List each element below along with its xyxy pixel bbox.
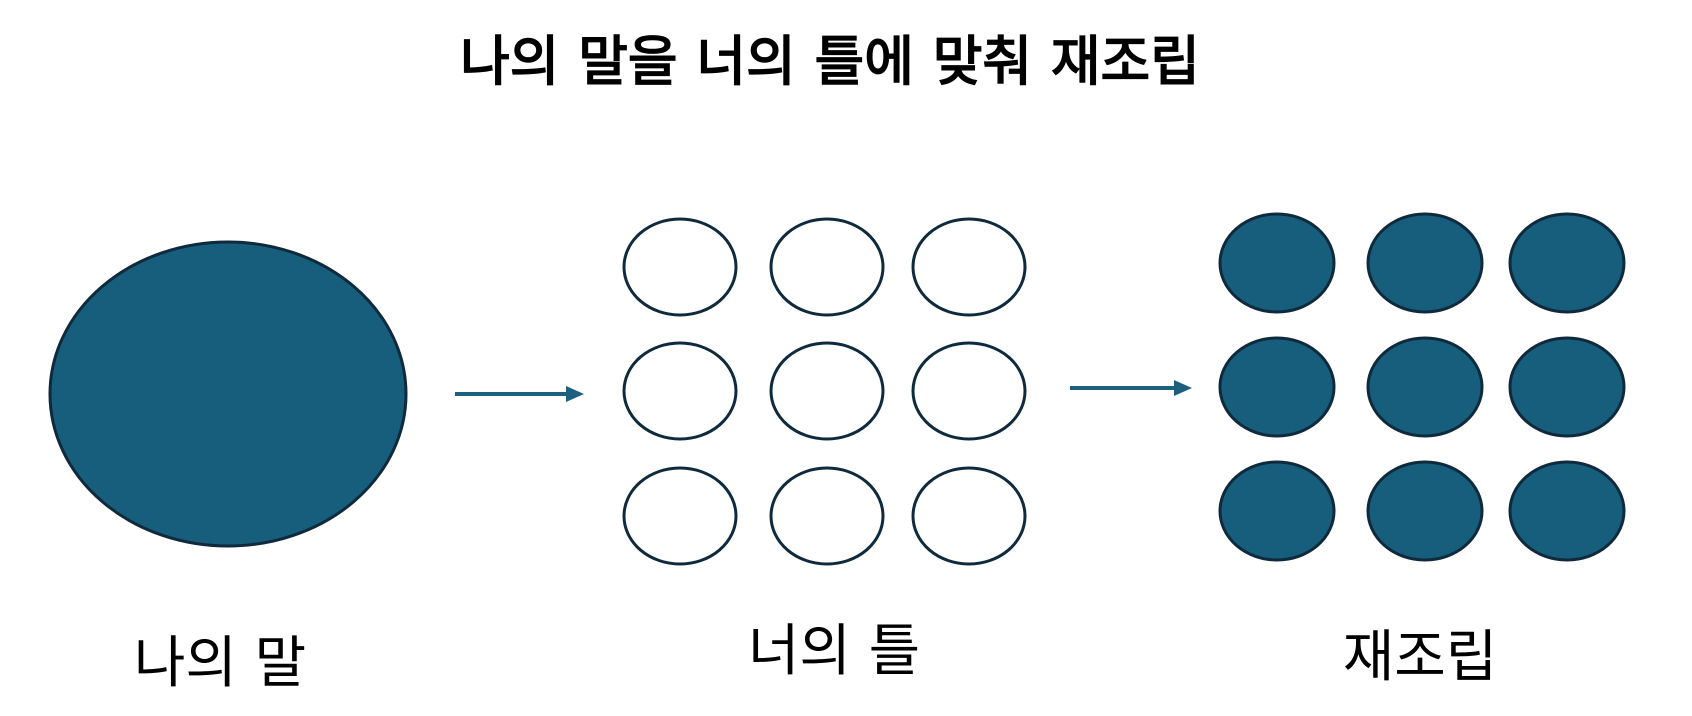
stage-label-my-words: 나의 말 [134,631,306,696]
empty-circle-r2-c1 [622,341,738,441]
empty-circle-r3-c2 [769,466,885,566]
filled-circle-r1-c1 [1218,212,1336,314]
filled-circle-r1-c2 [1366,212,1484,314]
stage-label-reassembly: 재조립 [1343,625,1498,690]
empty-circle-r2-c2 [769,341,885,441]
my-words-shape [48,240,408,548]
filled-circle-r3-c2 [1366,460,1484,562]
empty-circle-r1-c1 [622,217,738,317]
empty-circle-r1-c3 [911,217,1027,317]
filled-circle-r1-c3 [1508,212,1626,314]
empty-circle-r3-c1 [622,466,738,566]
filled-circle-r2-c3 [1508,336,1626,438]
filled-circle-r2-c1 [1218,336,1336,438]
filled-circle-r3-c1 [1218,460,1336,562]
empty-circle-r1-c2 [769,217,885,317]
reassembled-grid [1218,212,1626,562]
arrow-right-1 [455,386,584,402]
diagram-title: 나의 말을 너의 틀에 맞춰 재조립 [460,30,1200,93]
empty-circle-r3-c3 [911,466,1027,566]
filled-circle-r3-c3 [1508,460,1626,562]
filled-circle-r2-c2 [1366,336,1484,438]
arrow-right-2 [1070,380,1192,396]
stage-label-your-frame: 너의 틀 [748,619,920,684]
empty-circle-r2-c3 [911,341,1027,441]
your-frame-grid [622,217,1027,566]
